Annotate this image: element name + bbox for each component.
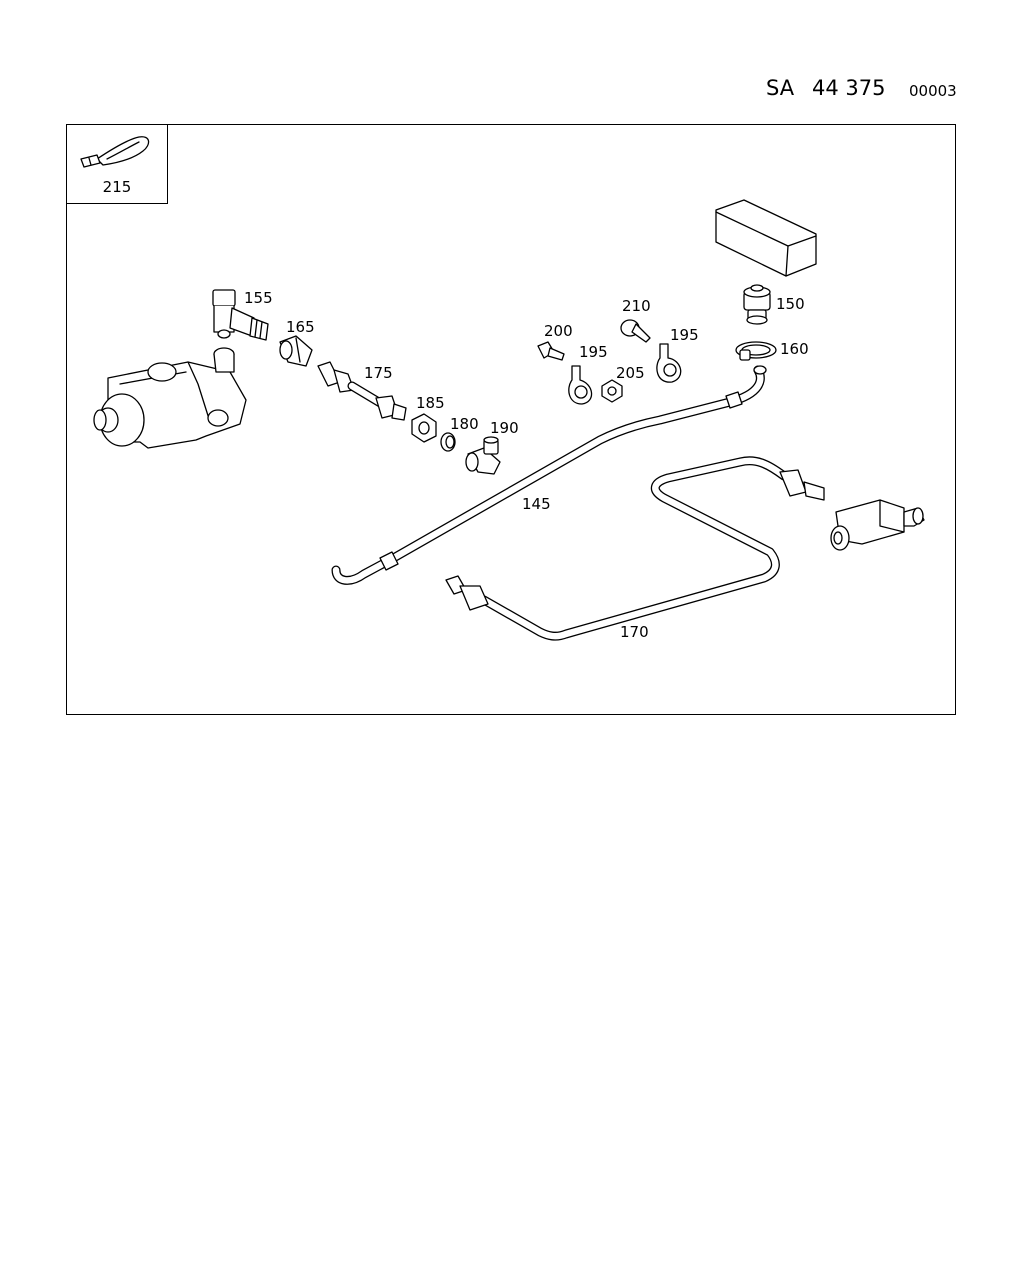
- callout-205: 205: [616, 364, 645, 382]
- pump-assembly: [93, 347, 247, 449]
- callout-145: 145: [522, 495, 551, 513]
- part-145-pipe: [331, 365, 767, 585]
- diagram-code-number: 44 375: [812, 76, 886, 100]
- part-170-pipe: [445, 456, 825, 641]
- part-155-fitting: [212, 289, 269, 341]
- part-195-clip-a: [568, 365, 593, 405]
- cable-tie-icon: [80, 136, 150, 168]
- inset-box: 215: [66, 124, 168, 204]
- callout-155: 155: [244, 289, 273, 307]
- part-150-connector: [743, 284, 771, 325]
- diagram-frame: [66, 124, 956, 715]
- callout-150: 150: [776, 295, 805, 313]
- part-185-nut: [411, 413, 437, 443]
- callout-210: 210: [622, 297, 651, 315]
- part-200-bolt: [537, 341, 565, 361]
- part-165-union: [279, 335, 313, 367]
- part-175-line: [317, 361, 407, 421]
- callout-160: 160: [780, 340, 809, 358]
- part-190-elbow: [465, 436, 501, 475]
- part-195-clip-b: [656, 343, 682, 383]
- callout-185: 185: [416, 394, 445, 412]
- callout-195-a: 195: [579, 343, 608, 361]
- part-205-nut: [601, 379, 623, 403]
- callout-200: 200: [544, 322, 573, 340]
- callout-170: 170: [620, 623, 649, 641]
- diagram-code: SA 44 375 00003: [766, 74, 966, 106]
- reservoir-block: [715, 199, 817, 277]
- callout-215: 215: [102, 178, 132, 196]
- diagram-code-suffix: 00003: [909, 82, 957, 100]
- part-180-ring: [440, 432, 456, 452]
- distribution-valve: [830, 499, 925, 551]
- diagram-code-prefix: SA: [766, 76, 795, 100]
- part-160-clamp: [735, 341, 777, 361]
- callout-165: 165: [286, 318, 315, 336]
- callout-195-b: 195: [670, 326, 699, 344]
- part-210-screw: [620, 319, 651, 343]
- callout-180: 180: [450, 415, 479, 433]
- callout-190: 190: [490, 419, 519, 437]
- callout-175: 175: [364, 364, 393, 382]
